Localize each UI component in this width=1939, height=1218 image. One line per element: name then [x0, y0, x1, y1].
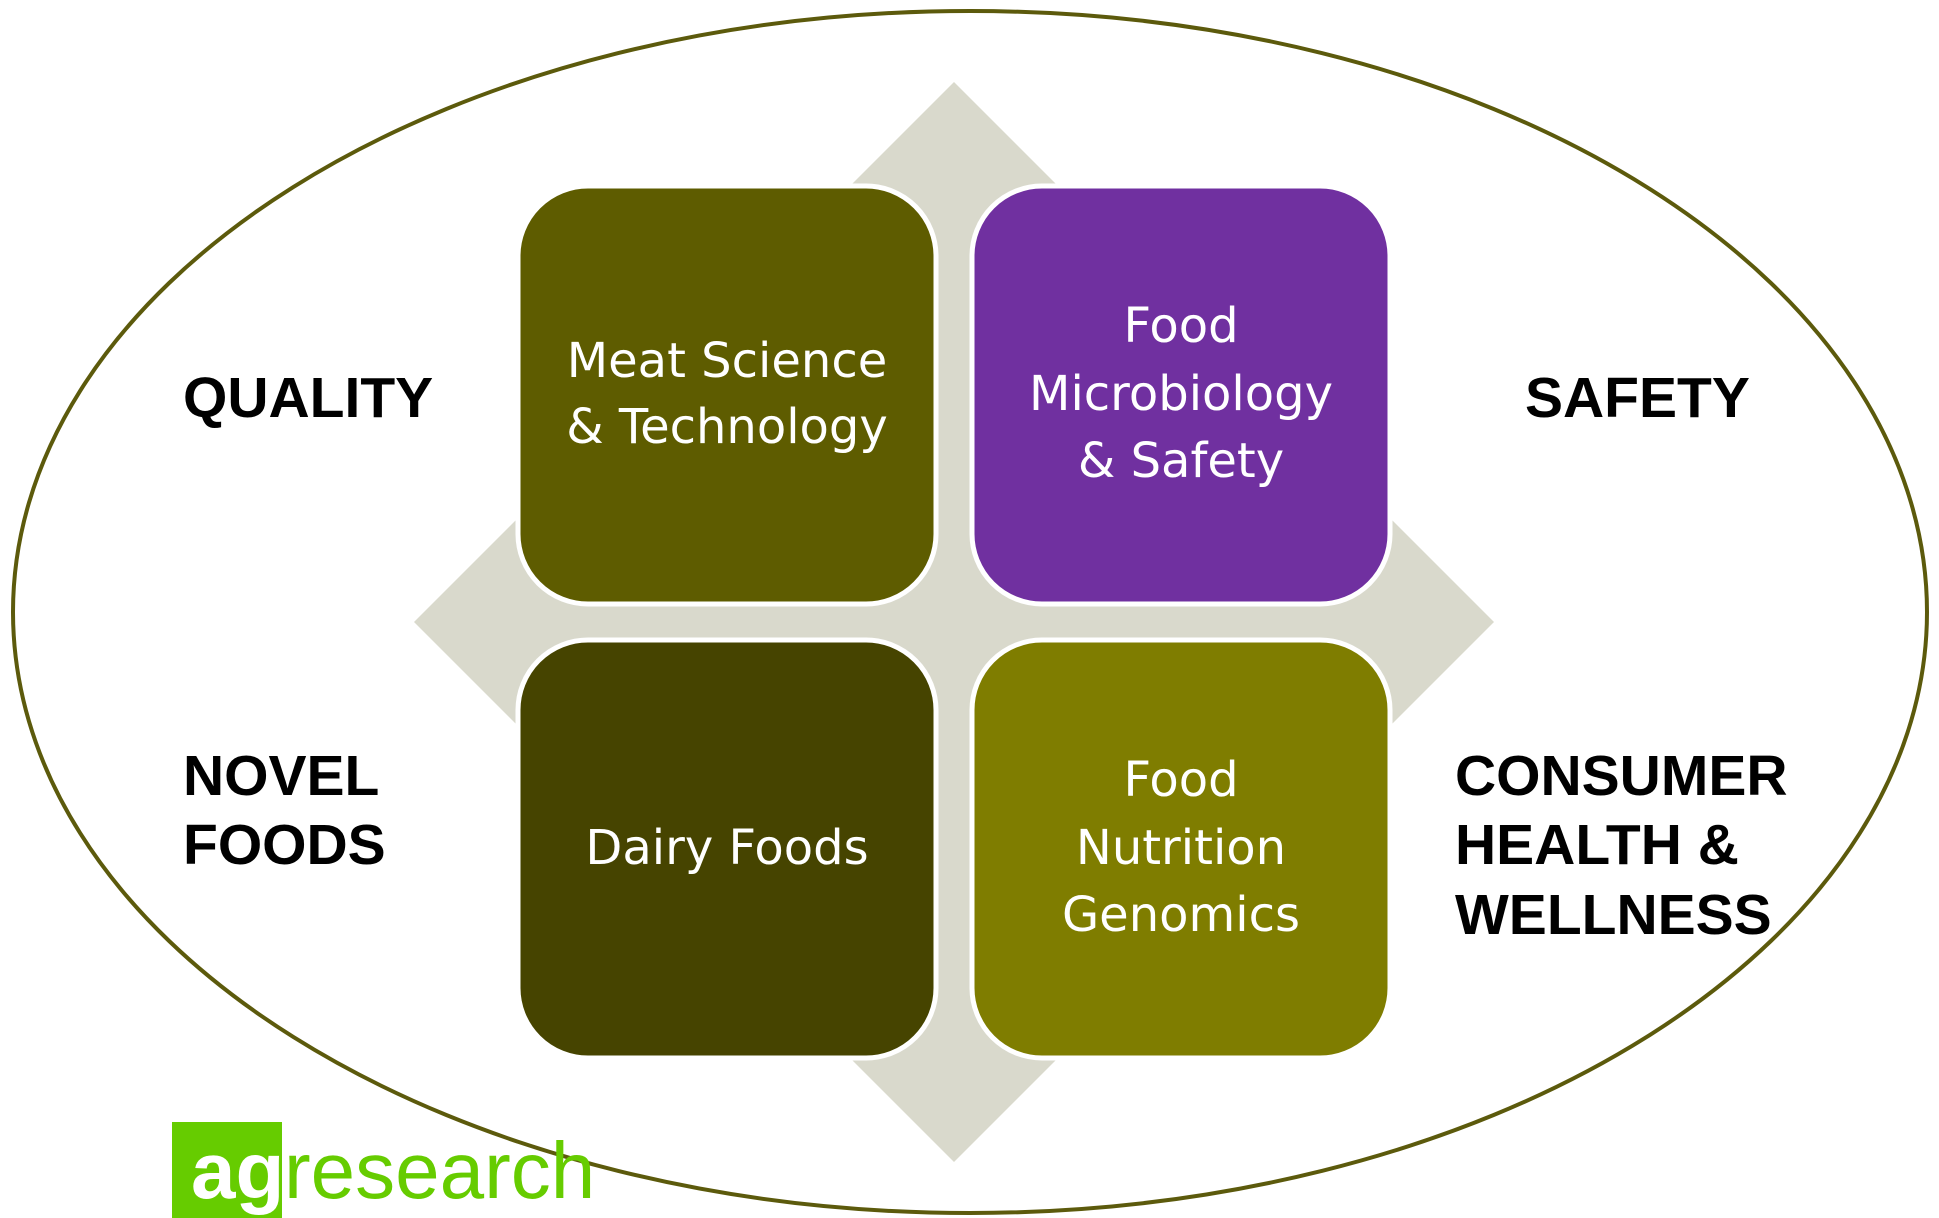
novel-foods-line2: FOODS [183, 813, 386, 877]
meat-science-line2: & Technology [566, 399, 888, 455]
agresearch-logo: ag research [172, 1122, 595, 1218]
dairy-foods-line1: Dairy Foods [585, 820, 868, 876]
meat-science-box-shape [515, 183, 939, 607]
food-microbiology-box: Food Microbiology & Safety [969, 183, 1393, 607]
food-microbiology-line3: & Safety [1078, 433, 1284, 489]
food-nutrition-line3: Genomics [1062, 887, 1300, 943]
consumer-health-line3: WELLNESS [1455, 883, 1772, 947]
agresearch-logo-ag-box [172, 1122, 282, 1218]
consumer-health-line1: CONSUMER [1455, 744, 1788, 808]
food-nutrition-line2: Nutrition [1076, 820, 1286, 876]
consumer-health-line2: HEALTH & [1455, 813, 1739, 877]
novel-foods-line1: NOVEL [183, 744, 379, 808]
agresearch-logo-research: research [284, 1126, 595, 1215]
food-nutrition-box-shape [969, 637, 1393, 1061]
quality-label: QUALITY [183, 366, 433, 430]
food-nutrition-box: Food Nutrition Genomics [969, 637, 1393, 1061]
safety-label: SAFETY [1525, 366, 1750, 430]
food-microbiology-line2: Microbiology [1029, 366, 1333, 422]
food-microbiology-box-shape [969, 183, 1393, 607]
food-nutrition-line1: Food [1123, 752, 1238, 808]
food-microbiology-line1: Food [1123, 298, 1238, 354]
dairy-foods-box: Dairy Foods [515, 637, 939, 1061]
meat-science-box: Meat Science & Technology [515, 183, 939, 607]
meat-science-line1: Meat Science [567, 333, 888, 389]
agresearch-logo-ag: ag [191, 1126, 284, 1215]
dairy-foods-box-shape [515, 637, 939, 1061]
